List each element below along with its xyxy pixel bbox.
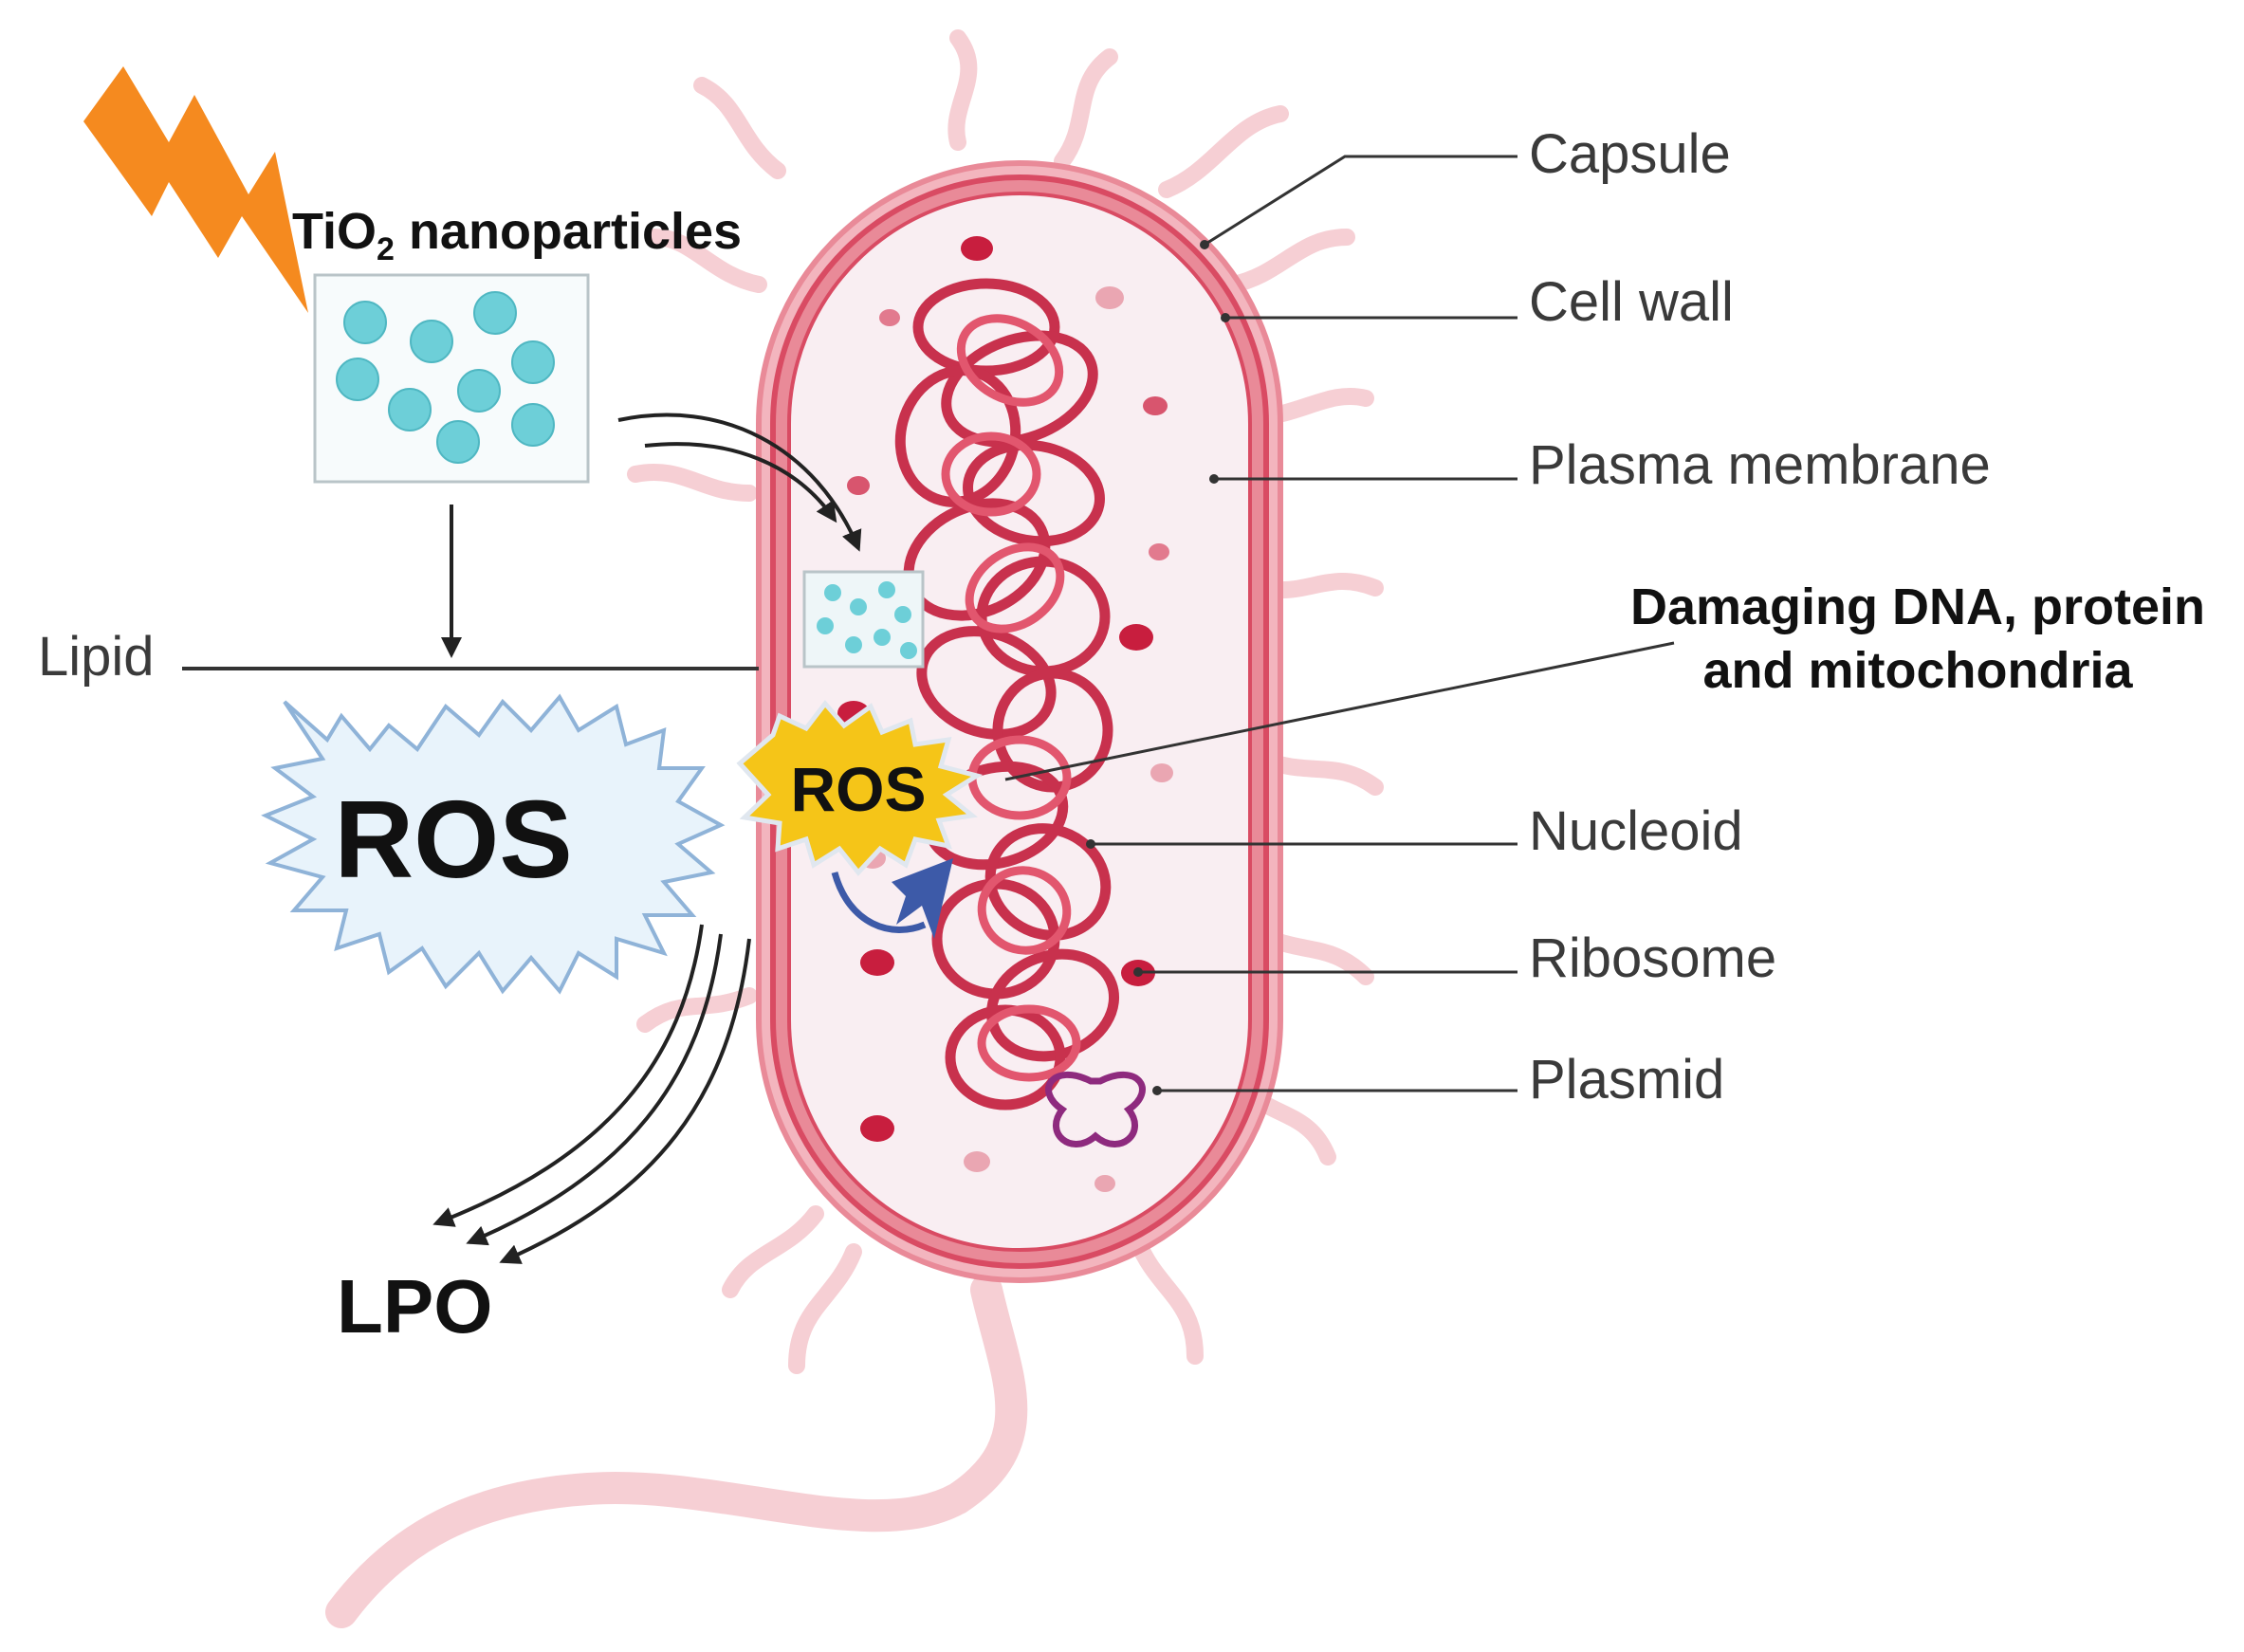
ribosome: [1119, 624, 1153, 651]
flagellum: [627, 464, 758, 502]
nucleoid: [894, 278, 1120, 1111]
flagellum: [1224, 229, 1355, 293]
ribosome: [1149, 543, 1169, 560]
ribosome: [961, 236, 993, 261]
ribosome: [1095, 286, 1124, 309]
arrow-into-cell-2: [644, 442, 837, 523]
damaging-label-line1: Damaging DNA, protein: [1630, 578, 2205, 635]
flagellum: [693, 77, 786, 179]
arrow-to-lpo-1: [432, 924, 704, 1227]
ribosome: [1150, 763, 1173, 782]
flagellum: [1130, 1234, 1204, 1365]
ribosome: [1143, 396, 1168, 415]
lpo-label: LPO: [337, 1264, 492, 1349]
flagellum: [722, 1205, 824, 1298]
flagellum: [1054, 48, 1118, 170]
flagellum: [646, 229, 767, 293]
ribosome: [879, 309, 900, 326]
plasmid-label: Plasmid: [1529, 1049, 1724, 1111]
ros-large-label: ROS: [334, 778, 572, 901]
ribosome-label: Ribosome: [1529, 927, 1776, 989]
ribosomes: [837, 236, 1173, 1192]
ros-large-burst: ROS: [261, 693, 726, 995]
lipid-label: Lipid: [38, 626, 155, 688]
arrow-into-cell-1: [617, 413, 862, 552]
tio2-nanoparticles-box: [313, 273, 590, 484]
ros-small-label: ROS: [790, 754, 926, 824]
intracellular-nanoparticle-box: [802, 570, 925, 669]
nucleoid-label: Nucleoid: [1529, 800, 1743, 862]
ribosome: [847, 476, 870, 495]
cell-wall-label: Cell wall: [1529, 271, 1734, 333]
leader-lines: [1004, 155, 1675, 1095]
plasmid: [1045, 1072, 1146, 1147]
plasma-membrane-label: Plasma membrane: [1529, 434, 1991, 496]
ribosome: [860, 949, 894, 976]
blue-curved-arrow: [831, 858, 953, 939]
flagellum: [1158, 105, 1289, 198]
damaging-label-line2: and mitochondria: [1702, 642, 2133, 699]
lightning-icon: [83, 66, 308, 313]
arrows: [432, 413, 862, 1264]
flagellum: [788, 1243, 862, 1374]
flagellum-bottom-tail: [325, 1274, 1028, 1628]
ros-small-burst: ROS: [736, 700, 984, 876]
ribosome: [1094, 1175, 1115, 1192]
tio2-label: TiO2 nanoparticles: [292, 203, 742, 267]
arrow-to-lpo-2: [466, 933, 723, 1246]
flagellum: [636, 987, 758, 1033]
ribosome: [964, 1151, 990, 1172]
capsule-label: Capsule: [1529, 123, 1731, 185]
arrow-to-lpo-3: [499, 938, 751, 1264]
nanoparticles: [336, 291, 555, 464]
flagellum: [947, 29, 978, 151]
ribosome: [860, 1115, 894, 1142]
